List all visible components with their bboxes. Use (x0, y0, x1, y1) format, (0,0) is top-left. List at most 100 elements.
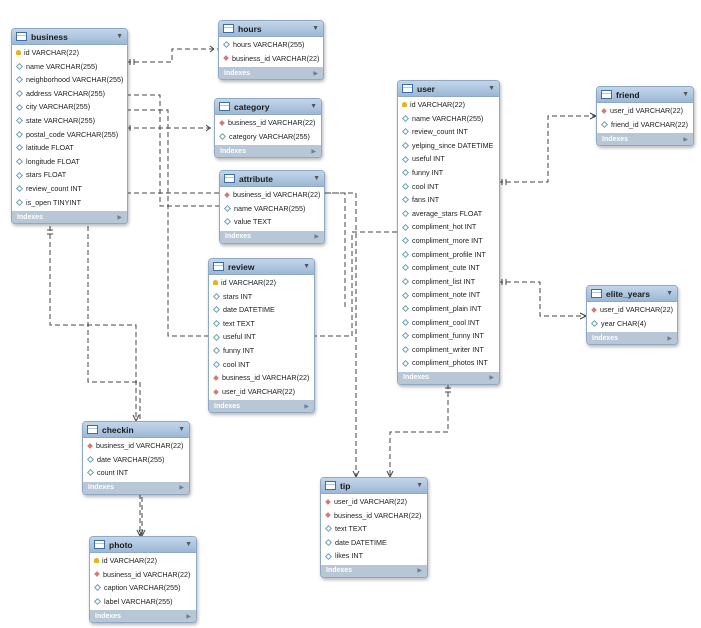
expand-arrow-icon[interactable]: ▶ (683, 136, 688, 143)
column-row[interactable]: compliment_funny INT (398, 329, 499, 343)
column-row[interactable]: compliment_cute INT (398, 261, 499, 275)
table-tip[interactable]: tip▼user_id VARCHAR(22)business_id VARCH… (320, 477, 428, 578)
column-row[interactable]: date VARCHAR(255) (83, 453, 189, 467)
column-row[interactable]: name VARCHAR(255) (12, 60, 127, 74)
column-row[interactable]: useful INT (209, 330, 314, 344)
column-row[interactable]: user_id VARCHAR(22) (321, 495, 427, 509)
indexes-section[interactable]: Indexes▶ (597, 133, 693, 146)
column-row[interactable]: stars FLOAT (12, 168, 127, 182)
column-row[interactable]: latitude FLOAT (12, 141, 127, 155)
table-header[interactable]: user▼ (398, 81, 499, 97)
column-row[interactable]: name VARCHAR(255) (220, 202, 324, 216)
table-friend[interactable]: friend▼user_id VARCHAR(22)friend_id VARC… (596, 86, 694, 147)
expand-arrow-icon[interactable]: ▶ (304, 403, 309, 410)
expand-arrow-icon[interactable]: ▶ (314, 234, 319, 241)
column-row[interactable]: label VARCHAR(255) (90, 595, 196, 609)
column-row[interactable]: state VARCHAR(255) (12, 114, 127, 128)
table-header[interactable]: elite_years▼ (587, 286, 677, 302)
indexes-section[interactable]: Indexes▶ (398, 371, 499, 384)
table-header[interactable]: hours▼ (219, 21, 323, 37)
table-hours[interactable]: hours▼hours VARCHAR(255)business_id VARC… (218, 20, 324, 81)
indexes-section[interactable]: Indexes▶ (215, 145, 321, 158)
column-row[interactable]: caption VARCHAR(255) (90, 581, 196, 595)
column-row[interactable]: funny INT (209, 344, 314, 358)
collapse-arrow-icon[interactable]: ▼ (312, 25, 319, 32)
column-row[interactable]: compliment_profile INT (398, 248, 499, 262)
column-row[interactable]: compliment_list INT (398, 275, 499, 289)
column-row[interactable]: friend_id VARCHAR(22) (597, 118, 693, 132)
collapse-arrow-icon[interactable]: ▼ (488, 85, 495, 92)
column-row[interactable]: compliment_note INT (398, 288, 499, 302)
column-row[interactable]: user_id VARCHAR(22) (597, 104, 693, 118)
column-row[interactable]: review_count INT (12, 182, 127, 196)
column-row[interactable]: user_id VARCHAR(22) (209, 385, 314, 399)
collapse-arrow-icon[interactable]: ▼ (666, 290, 673, 297)
column-row[interactable]: fans INT (398, 193, 499, 207)
column-row[interactable]: business_id VARCHAR(22) (220, 188, 324, 202)
table-attribute[interactable]: attribute▼business_id VARCHAR(22)name VA… (219, 170, 325, 244)
table-photo[interactable]: photo▼id VARCHAR(22)business_id VARCHAR(… (89, 536, 197, 624)
table-header[interactable]: checkin▼ (83, 422, 189, 438)
expand-arrow-icon[interactable]: ▶ (667, 335, 672, 342)
expand-arrow-icon[interactable]: ▶ (313, 70, 318, 77)
column-row[interactable]: name VARCHAR(255) (398, 112, 499, 126)
table-header[interactable]: friend▼ (597, 87, 693, 103)
column-row[interactable]: compliment_plain INT (398, 302, 499, 316)
indexes-section[interactable]: Indexes▶ (209, 400, 314, 413)
expand-arrow-icon[interactable]: ▶ (417, 568, 422, 575)
column-row[interactable]: address VARCHAR(255) (12, 87, 127, 101)
table-header[interactable]: attribute▼ (220, 171, 324, 187)
expand-arrow-icon[interactable]: ▶ (186, 613, 191, 620)
column-row[interactable]: longitude FLOAT (12, 155, 127, 169)
column-row[interactable]: id VARCHAR(22) (209, 276, 314, 290)
column-row[interactable]: value TEXT (220, 215, 324, 229)
column-row[interactable]: neighborhood VARCHAR(255) (12, 73, 127, 87)
column-row[interactable]: year CHAR(4) (587, 317, 677, 331)
table-header[interactable]: review▼ (209, 259, 314, 275)
column-row[interactable]: cool INT (398, 180, 499, 194)
column-row[interactable]: useful INT (398, 152, 499, 166)
collapse-arrow-icon[interactable]: ▼ (116, 33, 123, 40)
table-business[interactable]: business▼id VARCHAR(22)name VARCHAR(255)… (11, 28, 128, 225)
column-row[interactable]: id VARCHAR(22) (90, 554, 196, 568)
column-row[interactable]: business_id VARCHAR(22) (83, 439, 189, 453)
column-row[interactable]: date DATETIME (209, 303, 314, 317)
table-elite-years[interactable]: elite_years▼user_id VARCHAR(22)year CHAR… (586, 285, 678, 346)
column-row[interactable]: compliment_cool INT (398, 316, 499, 330)
indexes-section[interactable]: Indexes▶ (12, 211, 127, 224)
column-row[interactable]: compliment_writer INT (398, 343, 499, 357)
table-header[interactable]: category▼ (215, 99, 321, 115)
column-row[interactable]: count INT (83, 466, 189, 480)
column-row[interactable]: text TEXT (321, 522, 427, 536)
collapse-arrow-icon[interactable]: ▼ (416, 482, 423, 489)
column-row[interactable]: funny INT (398, 166, 499, 180)
indexes-section[interactable]: Indexes▶ (219, 67, 323, 80)
column-row[interactable]: city VARCHAR(255) (12, 100, 127, 114)
column-row[interactable]: postal_code VARCHAR(255) (12, 128, 127, 142)
collapse-arrow-icon[interactable]: ▼ (185, 541, 192, 548)
column-row[interactable]: likes INT (321, 549, 427, 563)
column-row[interactable]: business_id VARCHAR(22) (219, 52, 323, 66)
column-row[interactable]: business_id VARCHAR(22) (209, 371, 314, 385)
column-row[interactable]: stars INT (209, 290, 314, 304)
indexes-section[interactable]: Indexes▶ (587, 332, 677, 345)
collapse-arrow-icon[interactable]: ▼ (313, 175, 320, 182)
indexes-section[interactable]: Indexes▶ (220, 230, 324, 243)
indexes-section[interactable]: Indexes▶ (321, 564, 427, 577)
table-header[interactable]: business▼ (12, 29, 127, 45)
table-category[interactable]: category▼business_id VARCHAR(22)category… (214, 98, 322, 159)
column-row[interactable]: date DATETIME (321, 536, 427, 550)
column-row[interactable]: category VARCHAR(255) (215, 130, 321, 144)
expand-arrow-icon[interactable]: ▶ (489, 375, 494, 382)
column-row[interactable]: id VARCHAR(22) (398, 98, 499, 112)
table-header[interactable]: photo▼ (90, 537, 196, 553)
column-row[interactable]: business_id VARCHAR(22) (90, 568, 196, 582)
column-row[interactable]: hours VARCHAR(255) (219, 38, 323, 52)
column-row[interactable]: is_open TINYINT (12, 196, 127, 210)
indexes-section[interactable]: Indexes▶ (83, 481, 189, 494)
column-row[interactable]: cool INT (209, 358, 314, 372)
collapse-arrow-icon[interactable]: ▼ (310, 103, 317, 110)
column-row[interactable]: id VARCHAR(22) (12, 46, 127, 60)
column-row[interactable]: compliment_more INT (398, 234, 499, 248)
